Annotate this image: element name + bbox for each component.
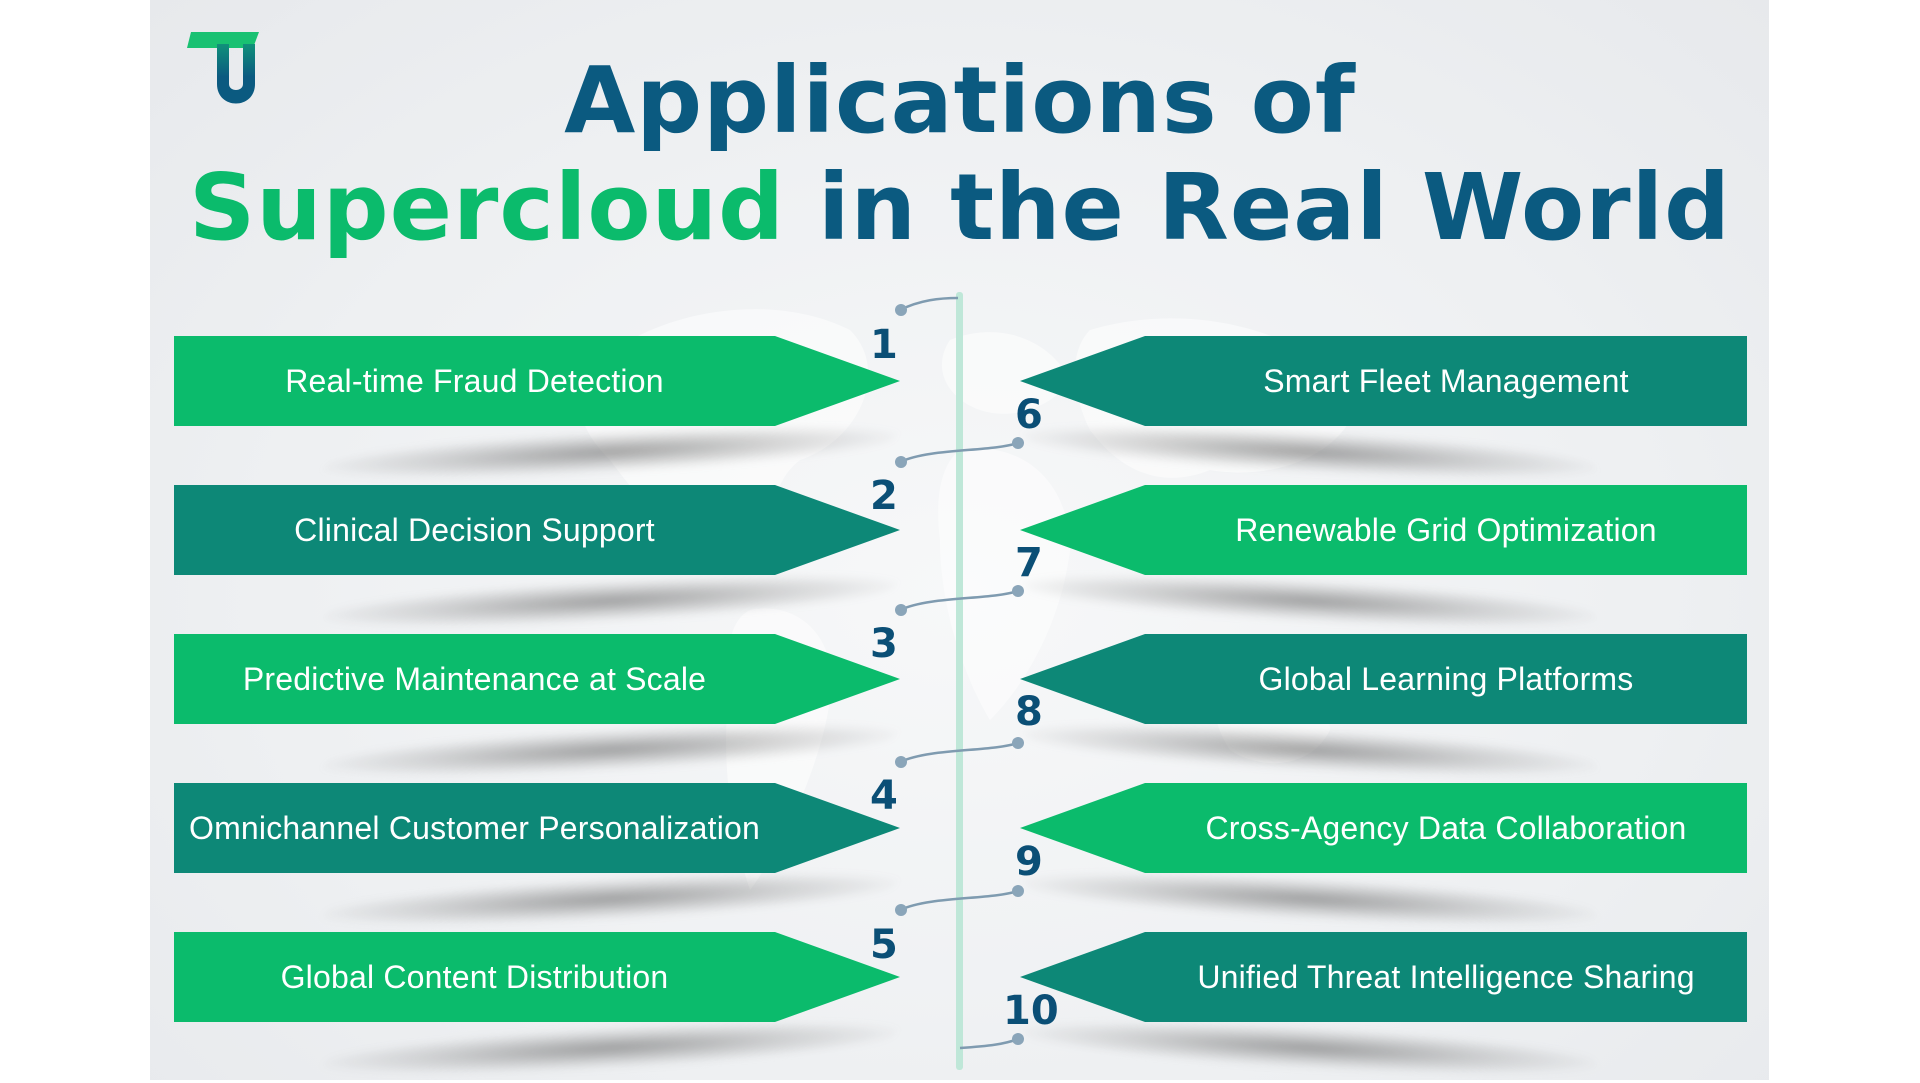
application-banner-3: Predictive Maintenance at Scale <box>174 634 900 724</box>
item-number-8: 8 <box>1015 689 1043 735</box>
banner-label: Omnichannel Customer Personalization <box>188 809 761 846</box>
application-banner-7: Renewable Grid Optimization <box>1020 485 1747 575</box>
banner-label: Global Learning Platforms <box>1258 660 1634 697</box>
item-number-2: 2 <box>870 473 898 519</box>
item-number-1: 1 <box>870 322 898 368</box>
banner-label: Real-time Fraud Detection <box>285 362 664 399</box>
title-line2-rest-text: in the Real World <box>784 154 1732 261</box>
banner-label: Unified Threat Intelligence Sharing <box>1197 958 1695 995</box>
item-number-3: 3 <box>870 621 898 667</box>
banner-label: Clinical Decision Support <box>294 511 655 548</box>
tu-logo-icon <box>187 32 259 104</box>
item-number-7: 7 <box>1015 540 1043 586</box>
application-banner-9: Cross-Agency Data Collaboration <box>1020 783 1747 873</box>
banner-label: Cross-Agency Data Collaboration <box>1205 809 1687 846</box>
title-line1-text: Applications of <box>564 47 1356 154</box>
application-banner-1: Real-time Fraud Detection <box>174 336 900 426</box>
banner-label: Global Content Distribution <box>280 958 669 995</box>
application-banner-8: Global Learning Platforms <box>1020 634 1747 724</box>
application-banner-6: Smart Fleet Management <box>1020 336 1747 426</box>
banner-label: Renewable Grid Optimization <box>1235 511 1657 548</box>
item-number-6: 6 <box>1015 392 1043 438</box>
banner-label: Predictive Maintenance at Scale <box>242 660 707 697</box>
application-banner-5: Global Content Distribution <box>174 932 900 1022</box>
center-timeline-line <box>956 292 963 1070</box>
item-number-4: 4 <box>870 773 898 819</box>
application-banner-4: Omnichannel Customer Personalization <box>174 783 900 873</box>
item-number-10: 10 <box>1003 988 1059 1034</box>
banner-label: Smart Fleet Management <box>1263 362 1629 399</box>
application-banner-2: Clinical Decision Support <box>174 485 900 575</box>
title-accent-text: Supercloud <box>188 154 785 261</box>
page-title-line1: Applications of <box>0 55 1920 147</box>
item-number-9: 9 <box>1015 839 1043 885</box>
application-banner-10: Unified Threat Intelligence Sharing <box>1020 932 1747 1022</box>
page-title-line2: Supercloud in the Real World <box>0 162 1920 254</box>
item-number-5: 5 <box>870 922 898 968</box>
